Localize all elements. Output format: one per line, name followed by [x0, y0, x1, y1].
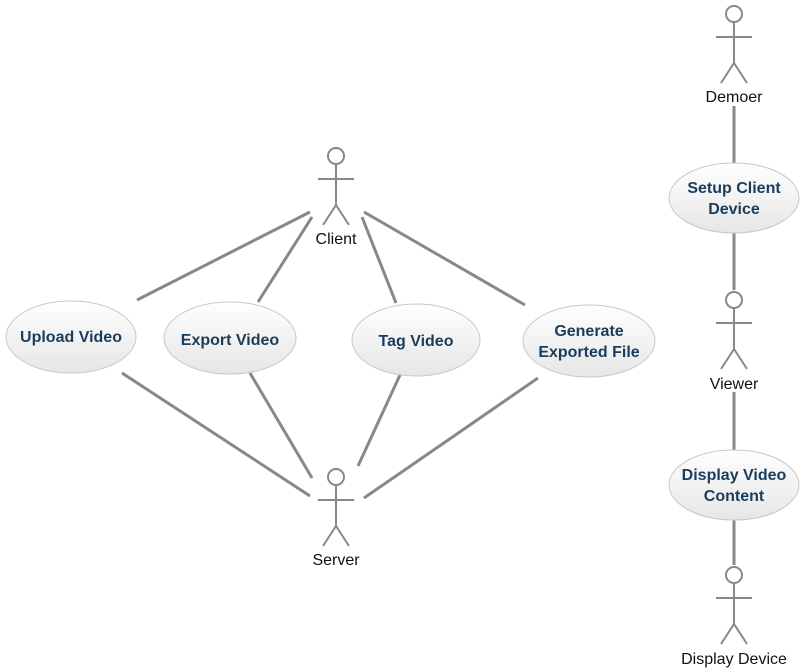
use-case-label-generate-exported-file-line1: Generate [554, 323, 623, 340]
connector-client-tag-video [360, 216, 398, 304]
use-case-label-export-video: Export Video [181, 332, 280, 349]
use-case-label-setup-client-device-line2: Device [708, 201, 760, 218]
actor-label-demoer: Demoer [706, 89, 764, 106]
actor-server: Server [312, 468, 360, 569]
connector-client-export-video [256, 216, 314, 303]
actor-label-display-device: Display Device [681, 651, 787, 668]
use-case-label-tag-video: Tag Video [379, 333, 454, 350]
use-case-label-setup-client-device-line1: Setup Client [687, 180, 781, 197]
use-case-tag-video: Tag Video [351, 303, 481, 377]
stick-figure-icon [716, 5, 752, 84]
connector-generate-exported-file-server [363, 376, 539, 500]
use-case-upload-video: Upload Video [5, 300, 137, 374]
stick-figure-icon [716, 291, 752, 370]
connector-tag-video-server [356, 374, 402, 467]
connector-client-generate-exported-file [363, 210, 526, 307]
use-case-setup-client-device: Setup Client Device [668, 162, 800, 234]
actor-demoer: Demoer [706, 5, 764, 106]
connector-client-upload-video [136, 210, 311, 302]
stick-figure-icon [716, 566, 752, 645]
connectors [121, 106, 736, 565]
use-case-label-generate-exported-file-line2: Exported File [538, 344, 639, 361]
use-case-label-display-video-content-line1: Display Video [682, 467, 787, 484]
stick-figure-icon [318, 147, 354, 226]
actor-label-client: Client [316, 231, 357, 248]
connector-export-video-server [248, 372, 314, 479]
use-case-label-display-video-content-line2: Content [704, 488, 765, 505]
use-case-label-upload-video: Upload Video [20, 329, 122, 346]
use-case-display-video-content: Display Video Content [668, 449, 800, 521]
use-case-export-video: Export Video [163, 301, 297, 375]
actor-client: Client [316, 147, 357, 248]
stick-figure-icon [318, 468, 354, 547]
use-case-generate-exported-file: Generate Exported File [522, 304, 656, 378]
actor-display-device: Display Device [681, 566, 787, 668]
actor-viewer: Viewer [710, 291, 759, 393]
actor-label-server: Server [312, 552, 360, 569]
actor-label-viewer: Viewer [710, 376, 759, 393]
connector-upload-video-server [121, 371, 311, 498]
